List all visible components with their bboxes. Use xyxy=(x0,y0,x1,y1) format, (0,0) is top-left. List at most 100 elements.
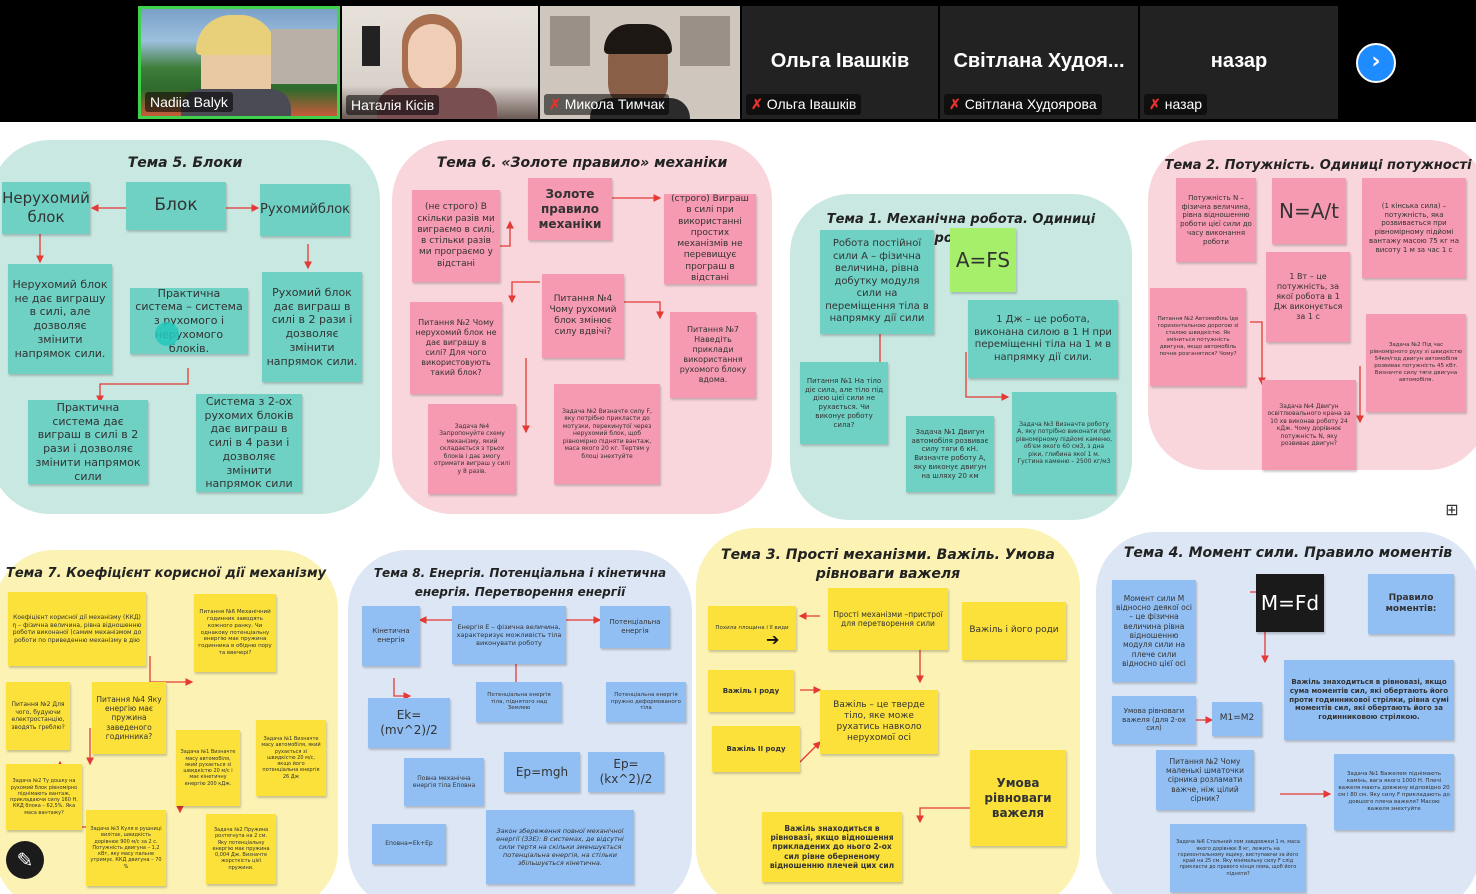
sticky-note[interactable]: Питання №4 Яку енергію має пружина завед… xyxy=(92,682,166,754)
sticky-note[interactable]: Задача №2 Визначте силу F, яку потрібно … xyxy=(554,384,660,484)
chevron-right-icon: › xyxy=(1371,49,1381,74)
participant-name: ✗Микола Тимчак xyxy=(544,94,670,115)
mic-muted-icon: ✗ xyxy=(549,96,561,112)
sticky-note[interactable]: Задача №1 Визначте масу автомобіля, який… xyxy=(176,730,240,806)
sticky-note[interactable]: Похила площина і її види xyxy=(708,606,796,650)
sticky-note[interactable]: 1 Вт – це потужність, за якої робота в 1… xyxy=(1266,252,1350,342)
sticky-note[interactable]: Питання №2 Чому маленькі шматочки сірник… xyxy=(1156,750,1254,810)
participant-tile[interactable]: Наталія Кісів xyxy=(342,6,538,119)
sticky-note[interactable]: Умова рівноваги важеля (для 2-ох сил) xyxy=(1112,696,1196,744)
sticky-note[interactable]: Рухомийблок xyxy=(260,184,350,236)
sticky-note[interactable]: Задача №1 Двигун автомобіля розвиває сил… xyxy=(906,416,994,492)
participant-tile[interactable]: Nadiia Balyk xyxy=(138,6,340,119)
frame-title: Тема 8. Енергія. Потенціальна і кінетичн… xyxy=(373,566,667,599)
next-participants-button[interactable]: › xyxy=(1356,43,1396,83)
sticky-note[interactable]: Коефіцієнт корисної дії механізму (ККД) … xyxy=(8,592,146,666)
participant-name: ✗назар xyxy=(1144,94,1208,115)
sticky-note[interactable]: Питання №1 На тіло діє сила, але тіло пі… xyxy=(800,362,888,444)
participant-tile[interactable]: назар ✗назар xyxy=(1140,6,1338,119)
sticky-note[interactable]: Момент сили M відносно деякої осі – це ф… xyxy=(1112,580,1196,682)
sticky-note[interactable]: A=FS xyxy=(950,228,1016,292)
participant-tile[interactable]: Ольга Івашків ✗Ольга Івашків xyxy=(742,6,938,119)
sticky-note[interactable]: Питання №2 Для чого, будуючи електростан… xyxy=(6,682,70,750)
fit-to-screen-icon[interactable]: ⊞ xyxy=(1445,500,1459,519)
sticky-note[interactable]: Задача №1 Важелем піднімають камінь, ваг… xyxy=(1334,754,1454,830)
participant-display-name: Ольга Івашків xyxy=(770,50,910,72)
participant-name: Nadiia Balyk xyxy=(145,92,233,112)
sticky-note[interactable]: Ek=(mv^2)/2 xyxy=(368,698,450,748)
sticky-note[interactable]: Важіль – це тверде тіло, яке може рухати… xyxy=(820,690,938,754)
sticky-note[interactable]: (1 кінська сила) – потужність, яка розви… xyxy=(1362,178,1466,278)
frame-title: Тема 5. Блоки xyxy=(127,155,243,171)
participant-name: ✗Світлана Худоярова xyxy=(944,94,1102,115)
participant-name: ✗Ольга Івашків xyxy=(746,94,862,115)
sticky-note[interactable]: Ep=(kx^2)/2 xyxy=(588,752,664,792)
sticky-note[interactable]: (не строго) В скільки разів ми виграємо … xyxy=(412,190,500,282)
sticky-note[interactable]: N=A/t xyxy=(1272,178,1346,244)
participant-tile[interactable]: Світлана Худоя... ✗Світлана Худоярова xyxy=(940,6,1138,119)
sticky-note[interactable]: Прості механізми –пристрої для перетворе… xyxy=(828,588,948,650)
sticky-note[interactable]: Важіль ІІ роду xyxy=(712,726,800,772)
pointer-highlight xyxy=(155,322,179,346)
sticky-note[interactable]: Нерухомий блок не дає виграшу в силі, ал… xyxy=(8,264,112,374)
sticky-note[interactable]: Важіль знаходиться в рівновазі, якщо від… xyxy=(762,812,902,882)
mic-muted-icon: ✗ xyxy=(949,96,961,112)
sticky-note[interactable]: Рухомий блок дає виграш в силі в 2 рази … xyxy=(262,272,362,382)
pencil-icon: ✎ xyxy=(16,848,34,872)
sticky-note[interactable]: Блок xyxy=(126,182,226,230)
sticky-note[interactable]: Задача №2 Ту дошку на рухомий блок рівно… xyxy=(6,764,82,830)
sticky-note[interactable]: Питання №4 Чому рухомий блок змінює силу… xyxy=(542,274,624,358)
sticky-note[interactable]: Нерухомий блок xyxy=(2,182,90,234)
frame-title: Тема 3. Прості механізми. Важіль. Умова … xyxy=(721,547,1055,582)
participant-name: Наталія Кісів xyxy=(346,95,440,115)
sticky-note[interactable]: Правило моментів: xyxy=(1368,574,1454,634)
sticky-note[interactable]: Важіль знаходиться в рівновазі, якщо сум… xyxy=(1284,660,1454,740)
frame-title: Тема 6. «Золоте правило» механіки xyxy=(436,155,728,171)
participant-tile[interactable]: ✗Микола Тимчак xyxy=(540,6,740,119)
participant-display-name: Світлана Худоя... xyxy=(953,50,1125,72)
sticky-note[interactable]: M=Fd xyxy=(1256,574,1324,632)
sticky-note[interactable]: Енергія E – фізична величина, характериз… xyxy=(452,606,566,664)
whiteboard-canvas[interactable]: Тема 5. Блоки Тема 6. «Золоте правило» м… xyxy=(0,122,1476,894)
sticky-note[interactable]: Закон збереження повної механічної енерг… xyxy=(486,810,634,884)
sticky-note[interactable]: Задача №4 Запропонуйте схему механізму, … xyxy=(428,404,516,494)
sticky-note[interactable]: Важіль і його роди xyxy=(962,602,1066,660)
sticky-note[interactable]: Питання №2 Чому нерухомий блок не дає ви… xyxy=(410,302,502,394)
sticky-note[interactable]: Задача №6 Стальний лом завдовжки 1 м, ма… xyxy=(1170,824,1306,892)
sticky-note[interactable]: Задача №1 Визначте масу автомобіля, який… xyxy=(256,720,326,796)
sticky-note[interactable]: Практична система дає виграш в силі в 2 … xyxy=(28,400,148,484)
frame-title: Тема 4. Момент сили. Правило моментів xyxy=(1123,545,1453,561)
sticky-note[interactable]: Потенціальна енергія тіла, піднятого над… xyxy=(476,682,562,722)
sticky-note[interactable]: M1=M2 xyxy=(1212,702,1262,736)
sticky-note[interactable]: Задача №3 Визначте роботу А, яку потрібн… xyxy=(1012,392,1116,494)
sticky-note[interactable]: Потужність N – фізична величина, рівна в… xyxy=(1176,178,1256,262)
sticky-note[interactable]: Ep=mgh xyxy=(504,752,580,792)
sticky-note[interactable]: Задача №3 Куля в рушниці вилітає, швидкі… xyxy=(86,810,166,886)
video-feed xyxy=(141,9,337,116)
sticky-note[interactable]: Робота постійної сили A – фізична величи… xyxy=(820,230,934,334)
edit-pencil-button[interactable]: ✎ xyxy=(6,841,44,879)
sticky-note[interactable]: Питання №2 Автомобіль їде горизонтальною… xyxy=(1150,288,1246,386)
sticky-note[interactable]: Потенціальна енергія пружно деформованог… xyxy=(606,682,686,722)
sticky-note[interactable]: Система з 2-ох рухомих блоків дає виграш… xyxy=(196,394,302,492)
mic-muted-icon: ✗ xyxy=(751,96,763,112)
sticky-note[interactable]: Умова рівноваги важеля xyxy=(970,750,1066,846)
sticky-note[interactable]: Золоте правило механіки xyxy=(528,178,612,240)
sticky-note[interactable]: Кінетична енергія xyxy=(362,606,420,666)
sticky-note[interactable]: (строго) Виграш в силі при використанні … xyxy=(664,194,756,284)
sticky-note[interactable]: Повна механічна енергія тіла Eповна xyxy=(404,758,484,806)
sticky-note[interactable]: Задача №2 Пружина розтягнута на 2 см. Як… xyxy=(206,814,276,884)
participant-display-name: назар xyxy=(1210,50,1268,72)
cursor-arrow-icon: ➔ xyxy=(766,630,780,649)
sticky-note[interactable]: Питання №6 Механічний годинник заводять … xyxy=(194,594,276,672)
sticky-note[interactable]: Потенціальна енергія xyxy=(600,606,670,648)
sticky-note[interactable]: Eповна=Ek+Ep xyxy=(372,824,446,864)
sticky-note[interactable]: Практична система – система з рухомого і… xyxy=(130,288,248,354)
sticky-note[interactable]: Задача №2 Під час рівномірного руху зі ш… xyxy=(1366,314,1466,412)
frame-title: Тема 7. Коефіцієнт корисної дії механізм… xyxy=(5,566,327,581)
participant-strip: Nadiia Balyk Наталія Кісів ✗Микола Тимча… xyxy=(0,0,1476,122)
sticky-note[interactable]: 1 Дж – це робота, виконана силою в 1 Н п… xyxy=(968,300,1118,378)
sticky-note[interactable]: Питання №7 Наведіть приклади використанн… xyxy=(670,312,756,398)
sticky-note[interactable]: Задача №4 Двигун освітлювального крана з… xyxy=(1262,380,1356,470)
sticky-note[interactable]: Важіль І роду xyxy=(708,670,794,712)
